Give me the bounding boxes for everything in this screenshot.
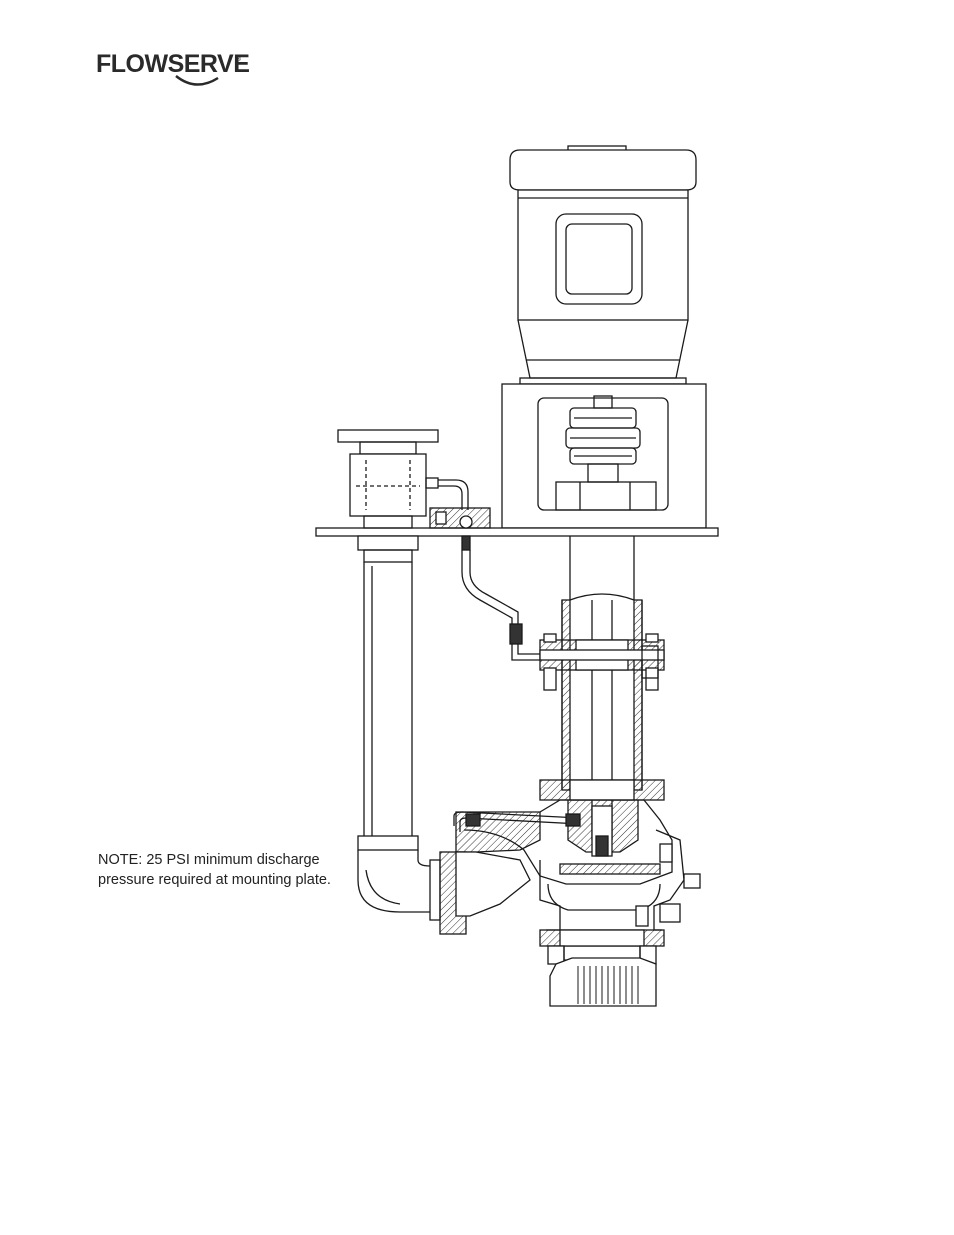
motor-junction-box [555, 213, 643, 305]
mounting-plate [315, 507, 719, 537]
note-line-1: NOTE: 25 PSI minimum discharge [98, 852, 320, 868]
discharge-pipe [357, 535, 467, 935]
discharge-head [337, 429, 439, 529]
flush-line-tubing [438, 479, 540, 661]
note-line-2: pressure required at mounting plate. [98, 872, 331, 888]
motor-stand [501, 383, 707, 529]
pump-casing [455, 779, 701, 931]
brand-name: FLOWSERVE [96, 50, 250, 78]
motor [509, 145, 697, 385]
discharge-pressure-note: NOTE: 25 PSI minimum discharge pressure … [98, 850, 331, 890]
casing-flush-line [453, 811, 581, 832]
shaft-column [539, 536, 665, 840]
flowserve-logo: FLOWSERVE ® [96, 46, 250, 92]
vertical-pump-diagram [315, 145, 719, 1007]
suction-strainer [539, 929, 665, 1007]
registered-mark: ® [236, 56, 242, 63]
flowserve-swoosh-icon [175, 75, 219, 86]
